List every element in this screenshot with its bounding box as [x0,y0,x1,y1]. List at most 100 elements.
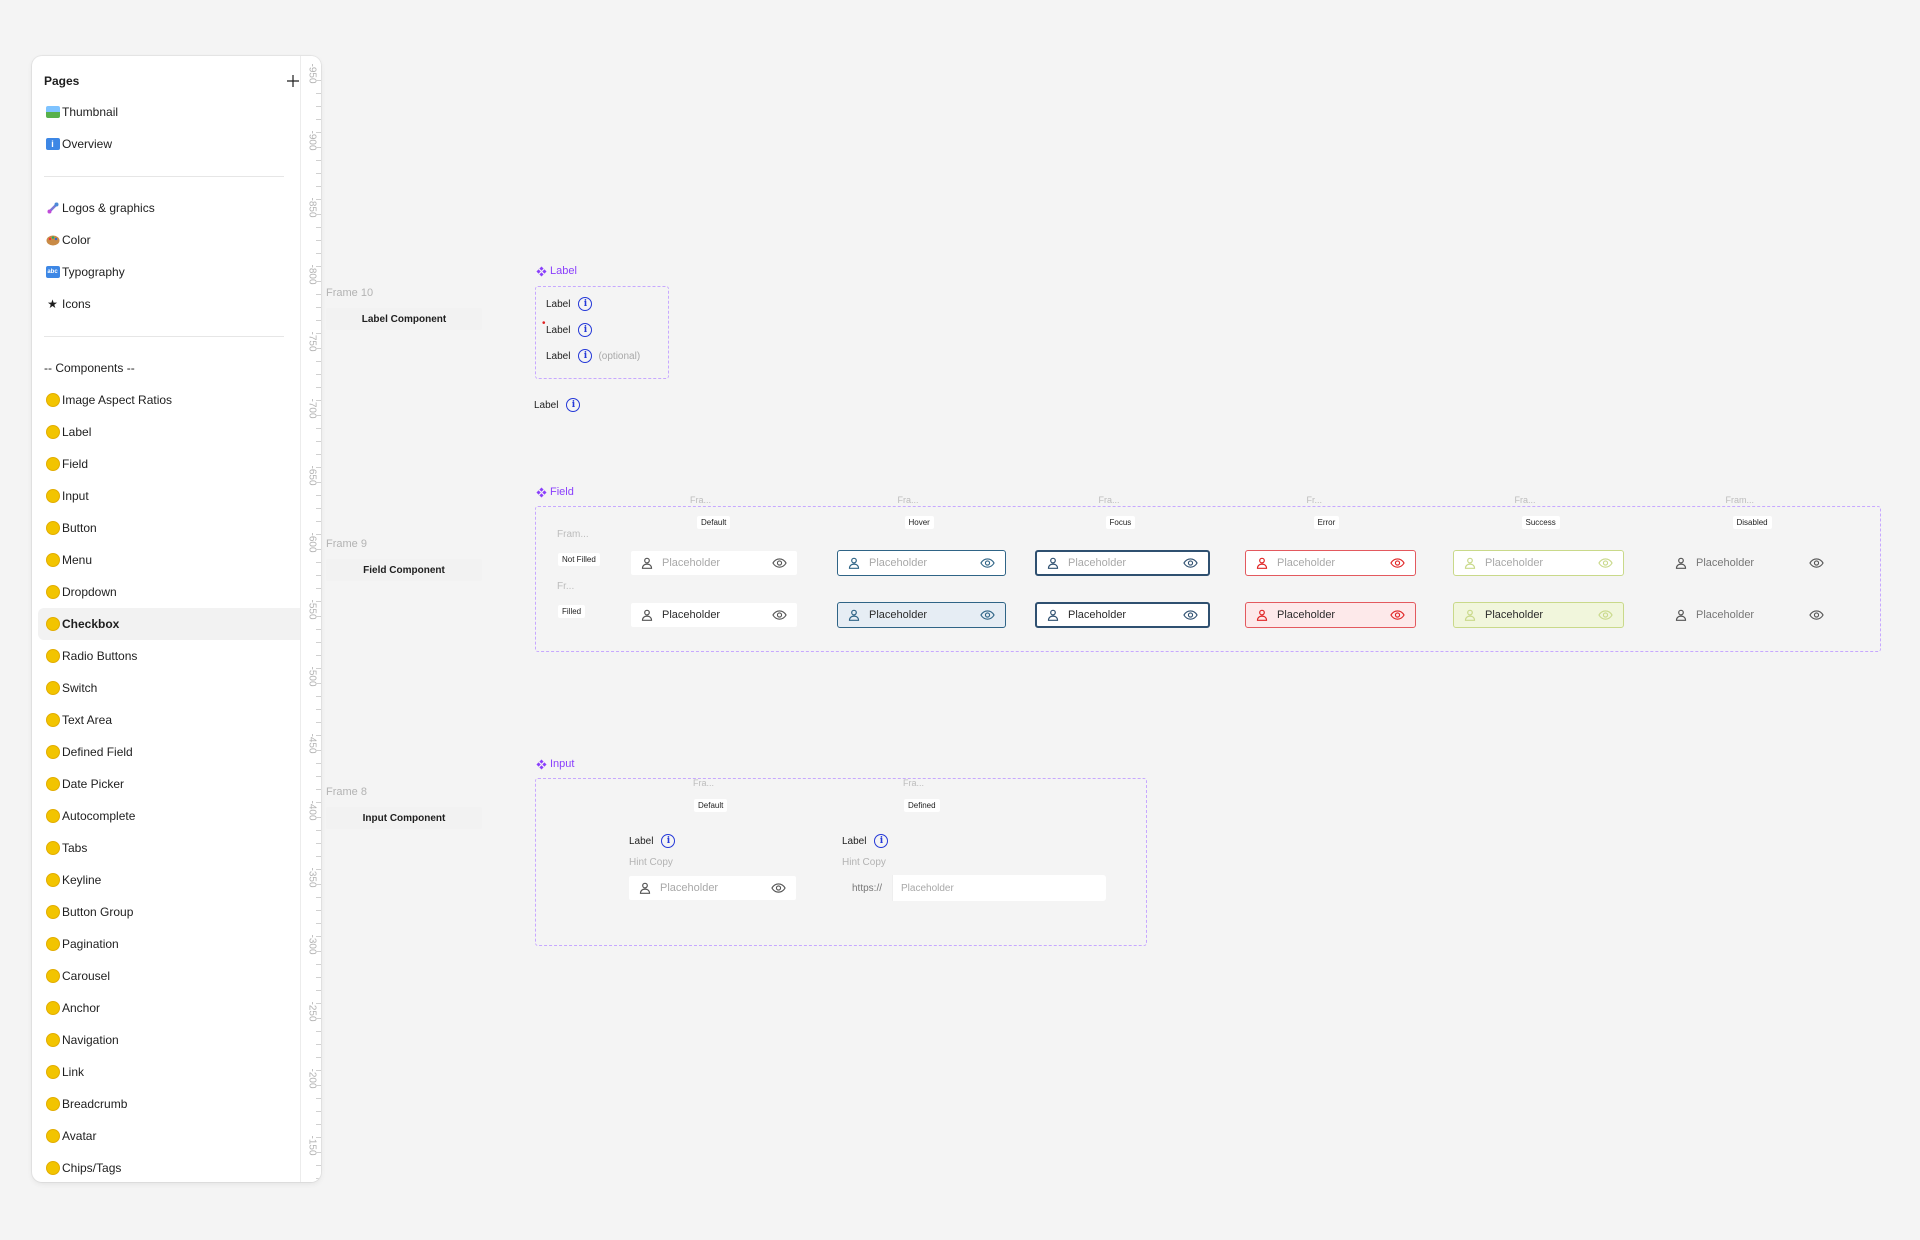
eye-icon[interactable] [1598,558,1613,568]
page-item-input[interactable]: Input [38,480,318,512]
field-disabled-filled[interactable]: Placeholder [1664,602,1835,628]
page-item-autocomplete[interactable]: Autocomplete [38,800,318,832]
field-hover-filled[interactable]: Placeholder [837,602,1006,628]
input-component-set[interactable] [535,778,1147,946]
field-error-not-filled[interactable]: Placeholder [1245,550,1416,576]
yellow-circle-icon [44,969,61,983]
page-item-label[interactable]: Label [38,416,318,448]
add-page-button[interactable] [282,70,304,92]
field-component-title[interactable]: Field [536,486,574,498]
component-title-text: Input [550,758,575,770]
eye-icon[interactable] [771,883,786,893]
page-item-button-group[interactable]: Button Group [38,896,318,928]
field-hover-not-filled[interactable]: Placeholder [837,550,1006,576]
field-error-filled[interactable]: Placeholder [1245,602,1416,628]
page-item-defined-field[interactable]: Defined Field [38,736,318,768]
field-focus-filled[interactable]: Placeholder [1035,602,1210,628]
page-item-color[interactable]: Color [38,224,318,256]
page-item-switch[interactable]: Switch [38,672,318,704]
eye-icon[interactable] [772,558,787,568]
yellow-circle-icon [44,873,61,887]
page-item-label: Navigation [62,1033,119,1047]
input-component-title[interactable]: Input [536,758,574,770]
page-item-dropdown[interactable]: Dropdown [38,576,318,608]
page-item-pagination[interactable]: Pagination [38,928,318,960]
page-item-button[interactable]: Button [38,512,318,544]
variant-default-label: Default [694,799,728,812]
page-item-text-area[interactable]: Text Area [38,704,318,736]
page-item-logos[interactable]: Logos & graphics [38,192,318,224]
ruler-tick [316,400,321,401]
page-item-label: Radio Buttons [62,649,138,663]
page-item-tabs[interactable]: Tabs [38,832,318,864]
eye-icon[interactable] [1809,610,1824,620]
page-item-date-picker[interactable]: Date Picker [38,768,318,800]
ruler-tick [316,534,321,535]
page-item-chips-tags[interactable]: Chips/Tags [38,1152,318,1182]
page-item-label: Typography [62,265,125,279]
page-item-anchor[interactable]: Anchor [38,992,318,1024]
components-heading[interactable]: -- Components -- [44,361,135,375]
field-disabled-not-filled[interactable]: Placeholder [1664,550,1835,576]
field-default-not-filled[interactable]: Placeholder [630,550,798,576]
page-item-keyline[interactable]: Keyline [38,864,318,896]
frame-name: Frame 8 [326,786,367,798]
page-item-radio-buttons[interactable]: Radio Buttons [38,640,318,672]
page-item-carousel[interactable]: Carousel [38,960,318,992]
page-item-label: Carousel [62,969,111,983]
eye-icon[interactable] [1598,610,1613,620]
info-icon: i [578,297,593,311]
page-item-image-aspect-ratios[interactable]: Image Aspect Ratios [38,384,318,416]
label-component-button[interactable]: Label Component [326,308,482,330]
page-item-menu[interactable]: Menu [38,544,318,576]
field-success-filled[interactable]: Placeholder [1453,602,1624,628]
field-focus-not-filled[interactable]: Placeholder [1035,550,1210,576]
label-text: Label [546,350,571,362]
ruler-tick [316,294,321,295]
input-component-button[interactable]: Input Component [326,807,482,829]
component-icon [536,758,547,770]
field-default-filled[interactable]: Placeholder [630,602,798,628]
field-success-not-filled[interactable]: Placeholder [1453,550,1624,576]
eye-icon[interactable] [1390,558,1405,568]
eye-icon[interactable] [772,610,787,620]
ruler-tick [316,1137,321,1138]
page-item-checkbox[interactable]: Checkbox [38,608,318,640]
eye-icon[interactable] [980,610,995,620]
page-item-thumbnail[interactable]: Thumbnail [38,96,318,128]
eye-icon[interactable] [1809,558,1824,568]
label-component-title[interactable]: Label [536,265,577,277]
yellow-circle-icon [44,1001,61,1015]
page-item-field[interactable]: Field [38,448,318,480]
eye-icon[interactable] [1183,558,1198,568]
eye-icon[interactable] [980,558,995,568]
frame-name: Fra... [1098,495,1120,505]
eye-icon[interactable] [1390,610,1405,620]
page-item-avatar[interactable]: Avatar [38,1120,318,1152]
ruler-tick [316,1124,321,1125]
eye-icon[interactable] [1183,610,1198,620]
ruler-tick [316,817,321,818]
ruler-tick [316,763,321,764]
page-item-icons[interactable]: ★Icons [38,288,318,320]
input-field-default[interactable]: Placeholder [628,875,797,901]
page-item-breadcrumb[interactable]: Breadcrumb [38,1088,318,1120]
page-item-label: Label [62,425,92,439]
ruler-tick [316,616,321,617]
input-field-defined[interactable]: https:// Placeholder [842,875,1106,901]
page-item-link[interactable]: Link [38,1056,318,1088]
field-component-set[interactable] [535,506,1881,652]
page-item-label: Breadcrumb [62,1097,128,1111]
ruler-tick [316,549,321,550]
page-item-navigation[interactable]: Navigation [38,1024,318,1056]
field-component-button[interactable]: Field Component [326,559,482,581]
